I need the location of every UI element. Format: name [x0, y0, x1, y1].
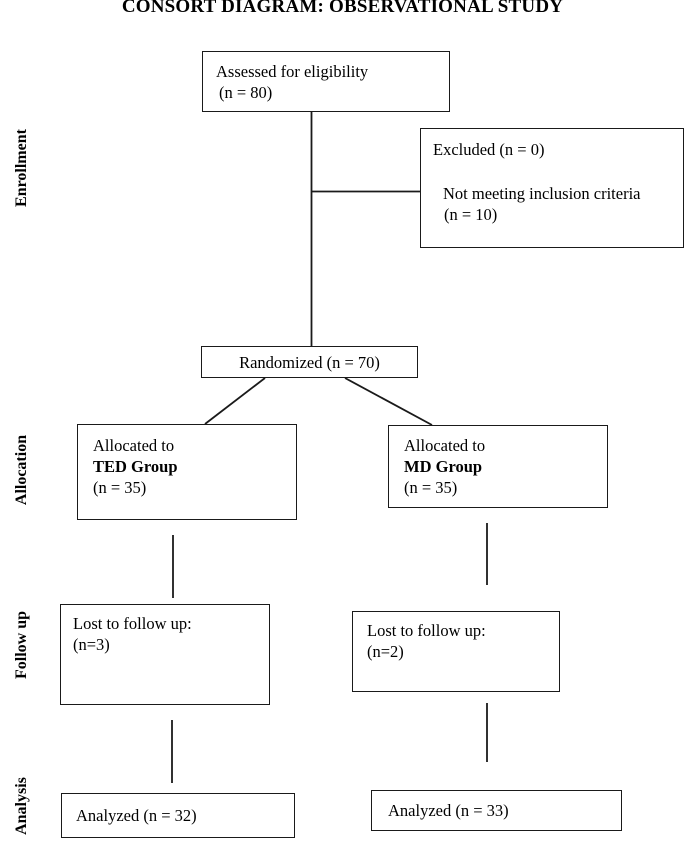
lost-md-line1: Lost to follow up:: [367, 621, 486, 640]
assessed-line1: Assessed for eligibility: [216, 62, 369, 81]
analyzed-ted-label: Analyzed (n = 32): [76, 806, 197, 825]
stage-label-allocation: Allocation: [13, 434, 30, 506]
excluded-line1: Excluded (n = 0): [433, 140, 545, 159]
lost-ted-line1: Lost to follow up:: [73, 614, 192, 633]
box-lost-followup-ted: Lost to follow up: (n=3): [60, 604, 270, 705]
allocated-ted-group: TED Group: [93, 457, 178, 476]
analyzed-md-label: Analyzed (n = 33): [388, 801, 509, 820]
connector-randomized-to-md: [344, 377, 433, 426]
box-analyzed-md: Analyzed (n = 33): [371, 790, 622, 831]
allocated-md-line1: Allocated to: [404, 436, 486, 455]
randomized-label: Randomized (n = 70): [239, 352, 380, 372]
lost-ted-count: (n=3): [73, 635, 110, 654]
stage-label-enrollment: Enrollment: [13, 129, 30, 207]
box-analyzed-ted: Analyzed (n = 32): [61, 793, 295, 838]
connector-randomized-to-ted: [204, 377, 266, 425]
allocated-ted-line1: Allocated to: [93, 436, 175, 455]
allocated-md-count: (n = 35): [404, 478, 458, 497]
box-allocated-ted: Allocated to TED Group (n = 35): [77, 424, 297, 520]
excluded-reason-count: (n = 10): [444, 205, 498, 224]
box-allocated-md: Allocated to MD Group (n = 35): [388, 425, 608, 508]
excluded-reason: Not meeting inclusion criteria: [443, 184, 641, 203]
box-excluded: Excluded (n = 0) Not meeting inclusion c…: [420, 128, 684, 248]
box-randomized: Randomized (n = 70): [201, 346, 418, 378]
lost-md-count: (n=2): [367, 642, 404, 661]
box-lost-followup-md: Lost to follow up: (n=2): [352, 611, 560, 692]
stage-label-follow-up: Follow up: [13, 610, 30, 680]
stage-label-analysis: Analysis: [13, 777, 30, 835]
allocated-ted-count: (n = 35): [93, 478, 147, 497]
allocated-md-group: MD Group: [404, 457, 483, 476]
diagram-title: CONSORT DIAGRAM: OBSERVATIONAL STUDY: [121, 0, 564, 17]
assessed-count: (n = 80): [219, 83, 273, 102]
box-assessed-eligibility: Assessed for eligibility (n = 80): [202, 51, 450, 112]
